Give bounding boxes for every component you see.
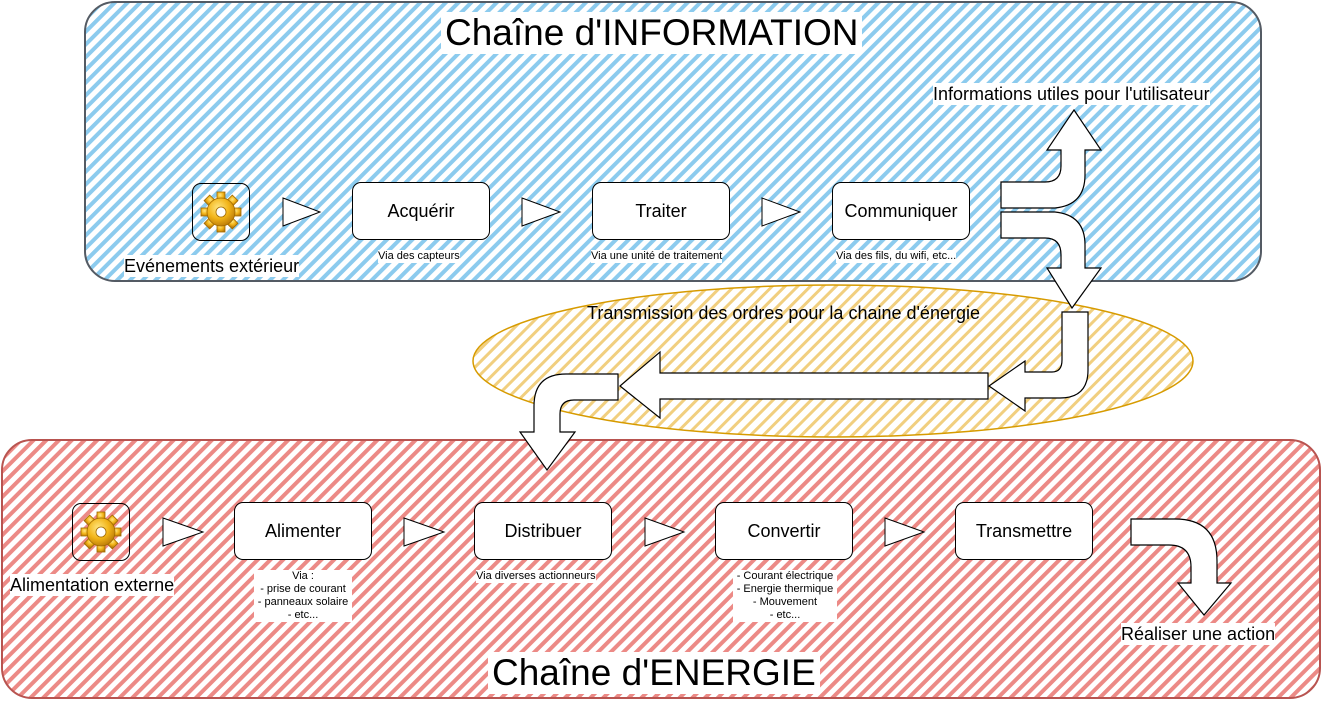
step-distribuer: Distribuer [474,502,612,560]
split-arrow-up [1000,108,1103,209]
step-detail: Via une unité de traitement [591,250,723,263]
step-alimenter: Alimenter [234,502,372,560]
info-output-label: Informations utiles pour l'utilisateur [933,83,1210,105]
flow-arrow [884,517,926,547]
flow-arrow [403,517,446,547]
step-detail: Via : - prise de courant - panneaux sola… [254,570,352,622]
flow-arrow [644,517,686,547]
step-label: Acquérir [387,200,455,221]
energy-source-node [72,503,130,561]
step-traiter: Traiter [592,182,730,240]
flow-arrow [521,197,562,227]
flow-arrow [282,197,322,227]
info-source-label: Evénements extérieur [124,255,300,277]
step-label: Distribuer [504,520,582,541]
step-convertir: Convertir [715,502,853,560]
step-detail: - Courant électrique - Energie thermique… [733,570,837,622]
detail-line: - prise de courant [260,583,346,595]
detail-line: - Energie thermique [736,583,834,595]
gear-icon [200,191,242,233]
left-arrow [619,350,989,420]
info-chain-title: Chaîne d'INFORMATION [441,12,863,54]
detail-line: Via : [292,570,314,582]
step-detail: Via diverses actionneurs [476,570,596,583]
energy-output-label: Réaliser une action [1121,623,1276,645]
action-output-arrow [1130,518,1233,616]
down-into-energy-arrow [518,373,619,472]
step-label: Transmettre [975,520,1073,541]
detail-line: - panneaux solaire [257,596,349,608]
transmission-label: Transmission des ordres pour la chaine d… [587,303,980,323]
energy-source-label: Alimentation externe [10,574,175,596]
return-arrow [987,311,1089,413]
step-transmettre: Transmettre [955,502,1093,560]
step-label: Traiter [635,200,687,221]
split-arrow-down [1000,211,1103,310]
flow-arrow [162,517,205,547]
step-acquerir: Acquérir [352,182,490,240]
gear-icon [80,511,122,553]
step-label: Convertir [747,520,821,541]
step-label: Communiquer [844,200,958,221]
flow-arrow [761,197,802,227]
detail-line: Via diverses actionneurs [476,570,596,582]
step-detail: Via des fils, du wifi, etc... [836,250,957,263]
detail-line: - etc... [769,609,801,621]
detail-line: - etc... [287,609,319,621]
detail-line: - Courant électrique [736,570,834,582]
step-detail: Via des capteurs [378,250,460,263]
energy-chain-title: Chaîne d'ENERGIE [488,652,820,694]
detail-line: - Mouvement [752,596,818,608]
step-label: Alimenter [264,520,342,541]
info-source-node [192,183,250,241]
step-communiquer: Communiquer [832,182,970,240]
